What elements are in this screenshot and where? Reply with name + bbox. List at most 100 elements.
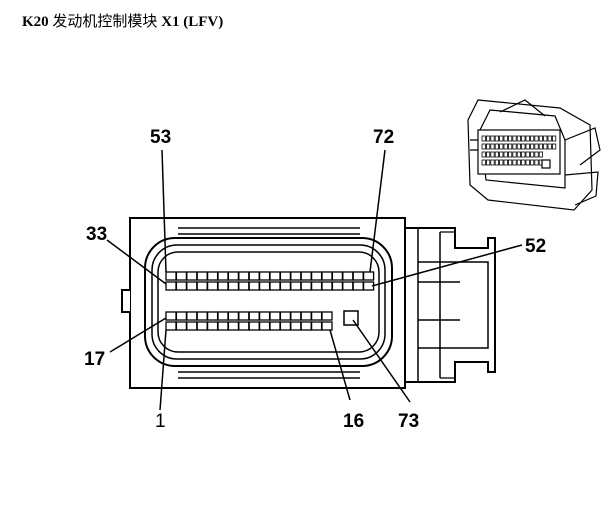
pin-cavity-bottom — [300, 321, 312, 331]
thumbnail-pin-cavity — [481, 159, 486, 166]
pin-cavity-top — [248, 271, 260, 281]
pin-cavity-bottom — [321, 321, 333, 331]
thumbnail-pin-cavity — [547, 143, 552, 150]
pin-cavity-top — [290, 281, 302, 291]
title-connector: X1 (LFV) — [161, 14, 224, 30]
pin-cavity-top — [238, 271, 250, 281]
leader-33 — [106, 239, 167, 285]
thumbnail-pin-cavity — [525, 135, 530, 142]
title-name: 发动机控制模块 — [52, 14, 158, 30]
pin-cavity-top — [165, 281, 177, 291]
leader-73 — [352, 319, 411, 403]
pin-cavity-bottom — [186, 321, 198, 331]
pin-cavity-top — [206, 271, 219, 281]
leader-52 — [371, 244, 523, 287]
thumbnail-pin-cavity — [485, 159, 491, 166]
thumbnail-pin-cavity — [485, 135, 491, 142]
label-pin-1: 1 — [155, 411, 166, 432]
pin-cavity-top — [258, 281, 271, 291]
thumbnail-pin-cavity — [507, 143, 513, 150]
pin-cavity-bottom — [227, 311, 240, 321]
pin-cavity-bottom — [310, 321, 323, 331]
pin-cavity-bottom — [248, 311, 260, 321]
pin-cavity-top — [310, 281, 323, 291]
thumbnail-pin-cavity — [490, 159, 495, 166]
thumbnail-pin-cavity — [534, 135, 539, 142]
pin-cavity-top — [269, 281, 281, 291]
pin-cavity-top — [217, 281, 229, 291]
pin-cavity-top — [175, 271, 188, 281]
pin-cavity-bottom — [227, 321, 240, 331]
pin-cavity-bottom — [258, 321, 271, 331]
pin-cavity-top — [362, 271, 375, 281]
thumbnail-pin-cavity — [512, 159, 517, 166]
thumbnail-pin-cavity — [499, 159, 504, 166]
leader-72 — [369, 149, 386, 273]
thumbnail-pin-cavity — [516, 159, 522, 166]
thumbnail-pin-cavity — [525, 159, 530, 166]
thumbnail-pin-cavity — [530, 151, 535, 158]
thumbnail-pin-cavity — [534, 159, 539, 166]
thumbnail-pin-cavity — [534, 143, 539, 150]
thumbnail-pin-cavity — [481, 151, 486, 158]
pin-cavity-top — [300, 271, 312, 281]
label-pin-17: 17 — [84, 349, 105, 370]
pin-cavity-bottom — [248, 321, 260, 331]
thumbnail-pin-cavity — [512, 135, 517, 142]
pin-cavity-top — [342, 281, 354, 291]
thumbnail-pin-cavity — [485, 143, 491, 150]
pin-cavity-top — [342, 271, 354, 281]
thumbnail-pin-cavity — [503, 143, 508, 150]
connector-housing — [121, 217, 496, 389]
label-pin-33: 33 — [86, 224, 107, 245]
thumbnail-pin-cavity — [507, 159, 513, 166]
thumbnail-pin-cavity — [499, 143, 504, 150]
label-pin-16: 16 — [343, 411, 364, 432]
pin-cavity-top — [321, 271, 333, 281]
pin-cavity-top — [321, 281, 333, 291]
leader-lines — [106, 149, 523, 411]
pin-cavity-top — [165, 271, 177, 281]
thumbnail-pin-cavity — [499, 151, 504, 158]
pin-cavity-top — [258, 271, 271, 281]
pin-cavity-bottom — [196, 321, 208, 331]
thumbnail-pin-cavity — [521, 135, 526, 142]
pin-cavity-bottom — [175, 321, 188, 331]
pin-cavity-bottom — [321, 311, 333, 321]
thumbnail-pin-cavity — [534, 151, 539, 158]
thumbnail-pin-cavity — [490, 135, 495, 142]
thumbnail-pin-cavity — [538, 135, 544, 142]
pin-cavity-top — [186, 281, 198, 291]
thumbnail-pin-cavity — [512, 143, 517, 150]
thumbnail-pin-cavity — [494, 135, 500, 142]
pin-cavity-top — [269, 271, 281, 281]
pin-cavity-bottom — [290, 311, 302, 321]
thumbnail-pin-cavity — [503, 151, 508, 158]
thumbnail-pin-cavity — [507, 151, 513, 158]
thumbnail-pin-cavity — [490, 143, 495, 150]
thumbnail-pin-cavity — [552, 135, 557, 142]
pin-cavity-top — [186, 271, 198, 281]
pin-cavity-top — [352, 271, 364, 281]
pin-cavity-top — [248, 281, 260, 291]
pin-cavity-bottom — [279, 321, 292, 331]
thumbnail-pin-cavity — [494, 143, 500, 150]
pin-cavity-bottom — [279, 311, 292, 321]
pin-cavity-top — [331, 271, 344, 281]
pin-cavity-bottom — [175, 311, 188, 321]
thumbnail-pin-cavity — [481, 135, 486, 142]
pin-cavity-bottom — [300, 311, 312, 321]
thumbnail-pin-cavity — [530, 143, 535, 150]
leader-1 — [159, 329, 167, 411]
thumbnail-pin-cavity — [481, 143, 486, 150]
thumbnail-pin-cavity — [494, 151, 500, 158]
thumbnail-pin-cavity — [538, 151, 544, 158]
pin-cavity-bottom — [258, 311, 271, 321]
thumbnail-pin-cavity — [507, 135, 513, 142]
pin-cavity-bottom — [186, 311, 198, 321]
thumbnail-pin-cavity — [494, 159, 500, 166]
diagram-title: K20 发动机控制模块 X1 (LFV) — [22, 10, 223, 31]
pin-cavity-bottom — [165, 311, 177, 321]
pin-cavity-bottom — [217, 321, 229, 331]
